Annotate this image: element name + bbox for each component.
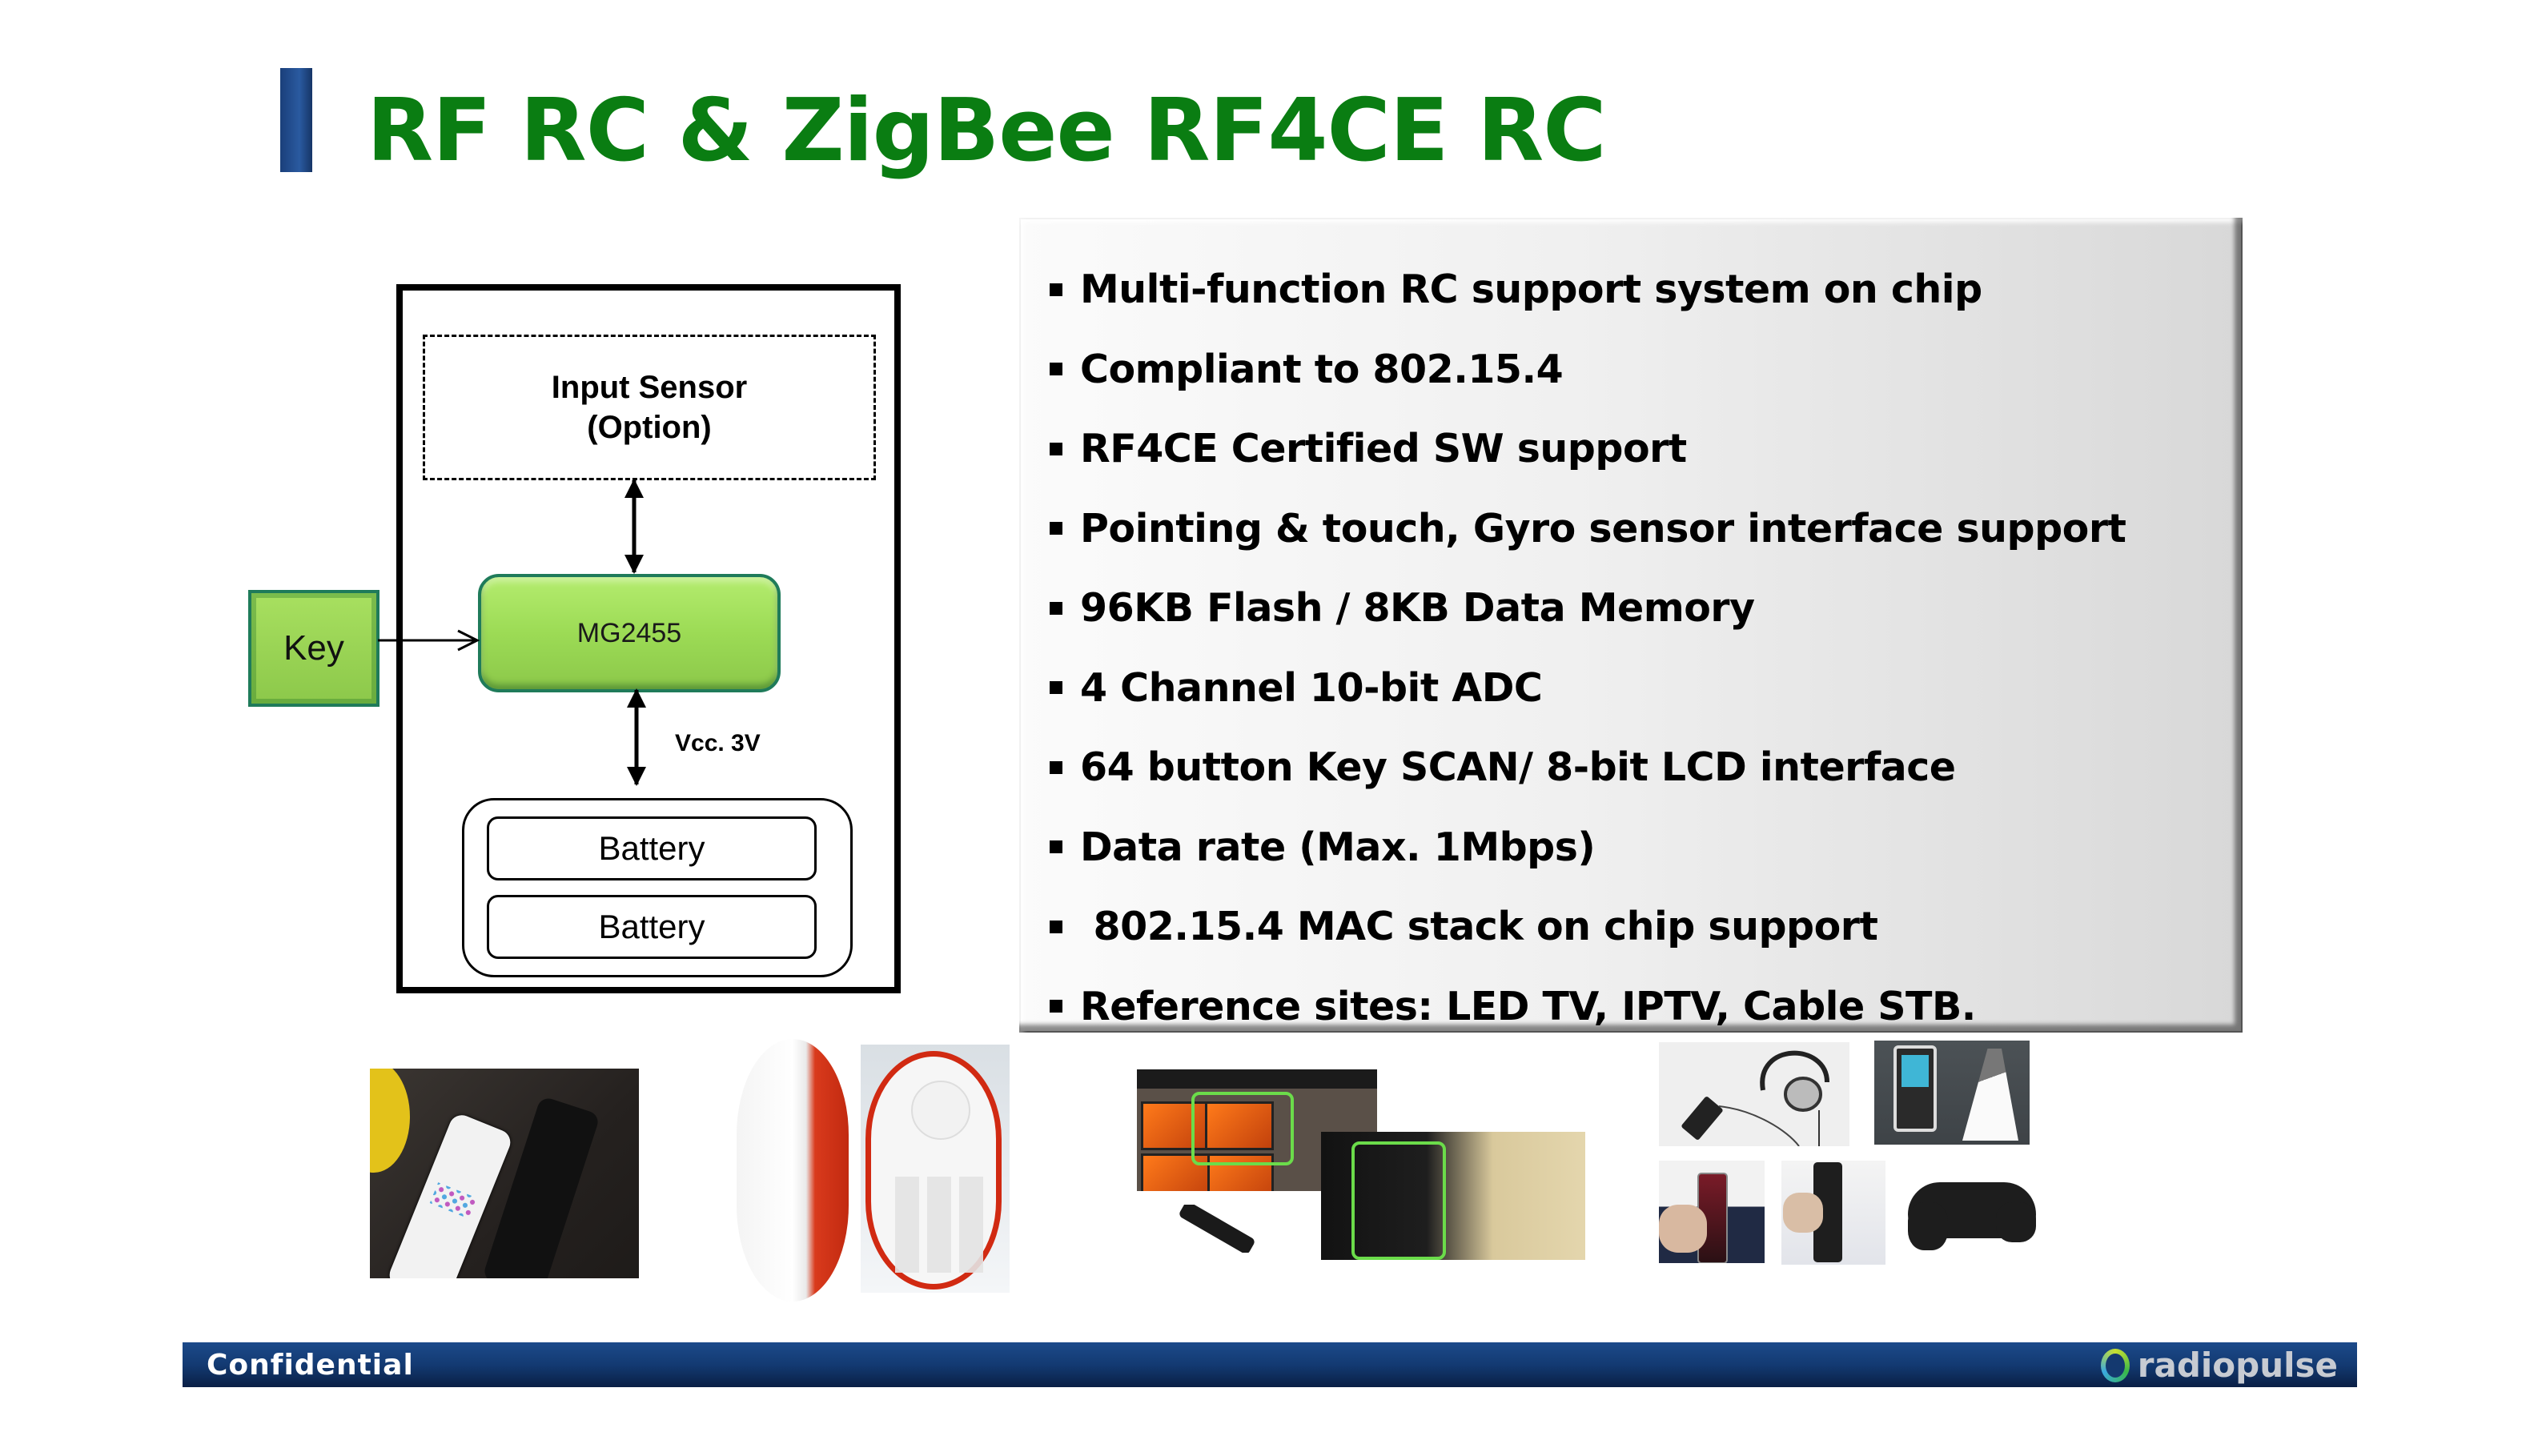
chip-label: MG2455 (576, 617, 682, 648)
feature-item: Multi-function RC support system on chip (1050, 250, 2126, 330)
key-block: Key (248, 590, 379, 707)
feature-item: 802.15.4 MAC stack on chip support (1050, 887, 2126, 967)
battery-label: Battery (598, 908, 705, 945)
handset-dock-photo (1874, 1041, 2030, 1145)
square-bullet-icon (1050, 283, 1062, 296)
square-bullet-icon (1050, 1000, 1062, 1013)
footer-bar: Confidential radiopulse (183, 1342, 2357, 1387)
tv-store-display-photo (1137, 1069, 1377, 1191)
feature-item: RF4CE Certified SW support (1050, 409, 2126, 489)
feature-text: Reference sites: LED TV, IPTV, Cable STB… (1080, 983, 1976, 1029)
battery-label: Battery (598, 829, 705, 867)
battery-cell: Battery (487, 895, 817, 959)
feature-item: 64 button Key SCAN/ 8-bit LCD interface (1050, 728, 2126, 808)
input-sensor-label: Input Sensor (551, 370, 748, 405)
square-bullet-icon (1050, 522, 1062, 535)
logo-text: radiopulse (2137, 1346, 2338, 1385)
tv-store-display-closeup-photo (1321, 1132, 1585, 1260)
red-remote-side-photo (737, 1039, 849, 1302)
feature-text: 4 Channel 10-bit ADC (1080, 664, 1543, 711)
feature-panel: Multi-function RC support system on chip… (1019, 218, 2243, 1033)
chip-block: MG2455 (478, 574, 781, 692)
key-label: Key (283, 628, 344, 668)
feature-item: Data rate (Max. 1Mbps) (1050, 808, 2126, 888)
square-bullet-icon (1050, 760, 1062, 774)
confidential-label: Confidential (207, 1349, 414, 1382)
feature-item: Compliant to 802.15.4 (1050, 330, 2126, 410)
input-sensor-box: Input Sensor (Option) (423, 335, 876, 480)
headphones-remote-photo (1659, 1042, 1849, 1146)
feature-text: Multi-function RC support system on chip (1080, 267, 1982, 313)
square-bullet-icon (1050, 442, 1062, 455)
square-bullet-icon (1050, 601, 1062, 615)
tv-remote-photo (1169, 1205, 1257, 1253)
square-bullet-icon (1050, 920, 1062, 933)
feature-item: 4 Channel 10-bit ADC (1050, 648, 2126, 728)
feature-text: 64 button Key SCAN/ 8-bit LCD interface (1080, 744, 1956, 791)
feature-item: Pointing & touch, Gyro sensor interface … (1050, 489, 2126, 569)
feature-text: Data rate (Max. 1Mbps) (1080, 824, 1596, 870)
slide-title: RF RC & ZigBee RF4CE RC (367, 81, 1607, 181)
hand-held-remote-photo (1659, 1161, 1765, 1263)
company-logo: radiopulse (2101, 1346, 2338, 1385)
red-remote-front-photo (861, 1045, 1010, 1293)
ring-logo-icon (2101, 1349, 2130, 1382)
feature-list: Multi-function RC support system on chip… (1050, 250, 2126, 1046)
feature-item: 96KB Flash / 8KB Data Memory (1050, 568, 2126, 648)
feature-text: 96KB Flash / 8KB Data Memory (1080, 585, 1755, 632)
square-bullet-icon (1050, 840, 1062, 854)
input-sensor-option-label: (Option) (587, 410, 712, 445)
feature-text: Compliant to 802.15.4 (1080, 346, 1564, 392)
title-accent-bar (280, 68, 312, 172)
feature-text: RF4CE Certified SW support (1080, 426, 1687, 472)
square-bullet-icon (1050, 363, 1062, 376)
gamepad-photo (1904, 1170, 2040, 1250)
square-bullet-icon (1050, 681, 1062, 695)
feature-item: Reference sites: LED TV, IPTV, Cable STB… (1050, 967, 2126, 1047)
hand-held-remote-2-photo (1781, 1161, 1885, 1265)
feature-text: Pointing & touch, Gyro sensor interface … (1080, 505, 2126, 552)
battery-cell: Battery (487, 816, 817, 880)
battery-pack: Battery Battery (462, 798, 853, 977)
vcc-label: Vcc. 3V (675, 730, 761, 756)
remote-controls-photo (370, 1069, 639, 1278)
feature-text: 802.15.4 MAC stack on chip support (1080, 904, 1878, 950)
